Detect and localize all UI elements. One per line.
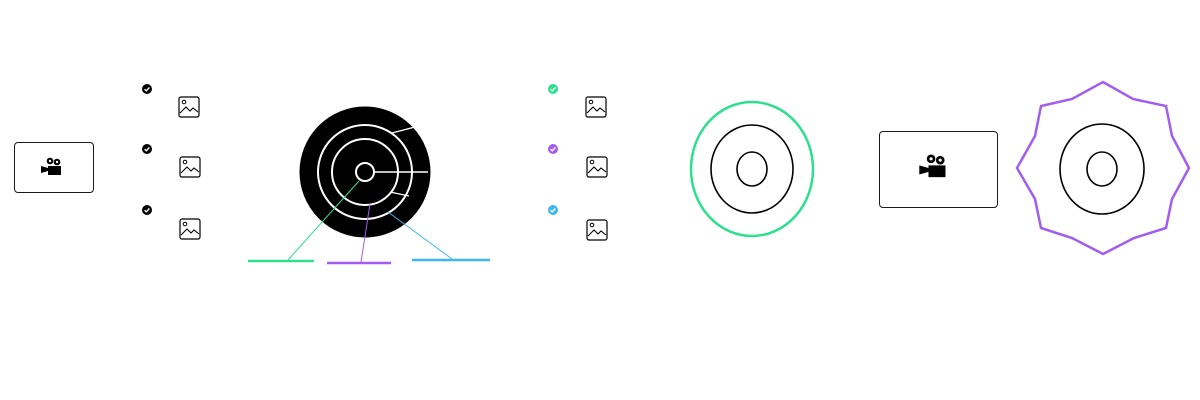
check-circle-icon [548, 205, 558, 215]
camera-card-large [879, 131, 998, 208]
image-placeholder-icon [179, 156, 201, 178]
green-ellipse-shape [689, 100, 815, 238]
check-circle-icon [548, 144, 558, 154]
blue-leader [387, 211, 490, 262]
target-spoke [389, 191, 410, 197]
green-leader [248, 180, 360, 263]
target-spoke [391, 126, 416, 134]
image-placeholder-icon [586, 156, 608, 178]
image-placeholder-icon [179, 218, 201, 240]
purple-star-shape [1015, 80, 1191, 256]
purple-leader [327, 203, 391, 265]
image-placeholder-icon [585, 96, 607, 118]
check-circle-icon [548, 84, 558, 94]
movie-camera-icon [41, 157, 61, 175]
image-placeholder-icon [586, 219, 608, 241]
image-placeholder-icon [178, 96, 200, 118]
check-circle-icon [142, 205, 152, 215]
target-chart [299, 106, 431, 238]
camera-card-small [14, 142, 94, 193]
check-circle-icon [142, 144, 152, 154]
movie-camera-icon [919, 154, 946, 178]
check-circle-icon [142, 84, 152, 94]
